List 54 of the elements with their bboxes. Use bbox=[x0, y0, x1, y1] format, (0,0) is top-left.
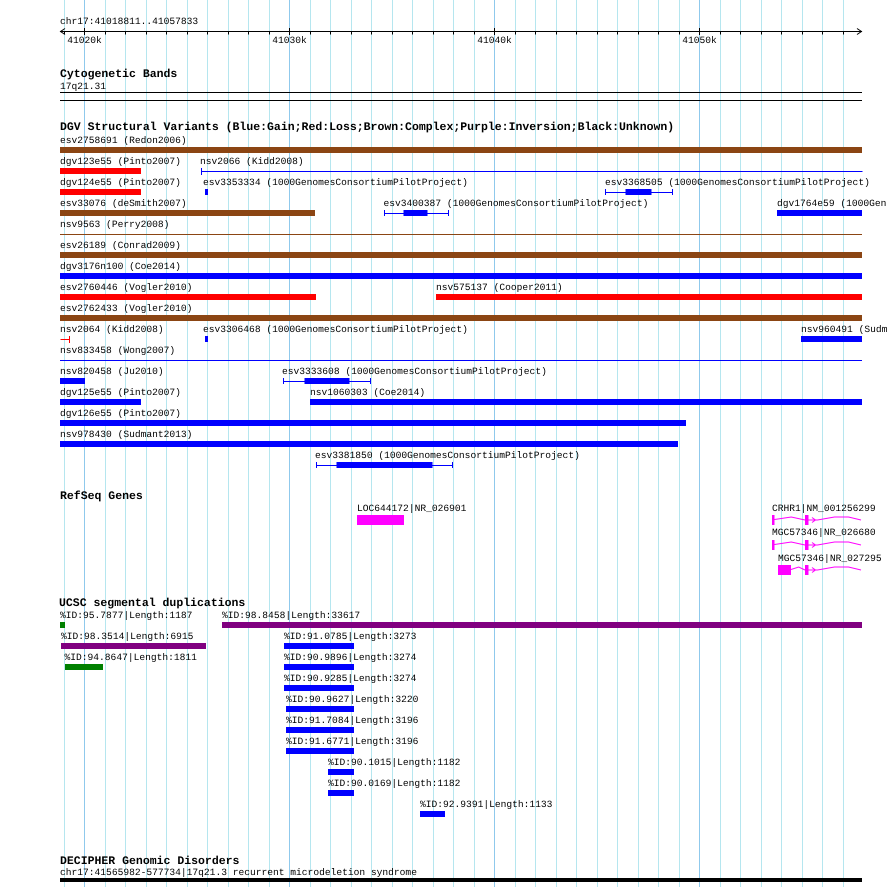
tick-label: 41040k bbox=[477, 34, 512, 46]
feature-label: MGC57346|NR_026680 bbox=[772, 527, 876, 538]
feature-label: %ID:91.0785|Length:3273 bbox=[284, 630, 416, 642]
feature-label: esv33076 (deSmith2007) bbox=[60, 198, 187, 209]
feature-label: %ID:94.8647|Length:1811 bbox=[64, 652, 197, 662]
track-heading: DECIPHER Genomic Disorders bbox=[60, 854, 240, 868]
feature-label: LOC644172|NR_026901 bbox=[357, 502, 466, 514]
feature-label: nsv2064 (Kidd2008) bbox=[60, 324, 164, 335]
feature-label: MGC57346|NR_027295 bbox=[778, 552, 882, 564]
feature-label: esv26189 (Conrad2009) bbox=[60, 240, 181, 251]
feature-label: %ID:98.8458|Length:33617 bbox=[222, 610, 360, 620]
feature-label: %ID:90.9285|Length:3274 bbox=[284, 672, 416, 684]
track-heading: DGV Structural Variants (Blue:Gain;Red:Loss;Brown:Complex;Purple:Inversion;Black:Unknown) bbox=[60, 121, 674, 134]
feature-label: nsv575137 (Cooper2011) bbox=[436, 282, 563, 293]
track-heading: RefSeq Genes bbox=[60, 490, 143, 502]
feature-label: %ID:90.9896|Length:3274 bbox=[284, 652, 416, 662]
feature-label: %ID:92.9391|Length:1133 bbox=[420, 798, 552, 810]
feature-label: nsv2066 (Kidd2008) bbox=[200, 156, 304, 167]
region-coordinates: chr17:41018811..41057833 bbox=[60, 16, 198, 26]
feature-label: dgv125e55 (Pinto2007) bbox=[60, 387, 181, 398]
feature-label: esv3381850 (1000GenomesConsortiumPilotProject) bbox=[315, 450, 580, 461]
feature-label: %ID:90.9627|Length:3220 bbox=[286, 694, 418, 704]
feature-label: dgv123e55 (Pinto2007) bbox=[60, 156, 181, 167]
feature-label: %ID:90.0169|Length:1182 bbox=[328, 778, 460, 788]
feature-label: esv3333608 (1000GenomesConsortiumPilotProject) bbox=[282, 366, 547, 377]
feature-label: nsv833458 (Wong2007) bbox=[60, 345, 176, 356]
feature-label: %ID:90.1015|Length:1182 bbox=[328, 756, 460, 768]
feature-label: esv3400387 (1000GenomesConsortiumPilotProject) bbox=[384, 198, 648, 209]
feature-label: nsv1060303 (Coe2014) bbox=[310, 387, 426, 398]
feature-label: esv2762433 (Vogler2010) bbox=[60, 303, 192, 314]
feature-label: %ID:98.3514|Length:6915 bbox=[61, 630, 194, 642]
tick-label: 41020k bbox=[67, 34, 102, 46]
feature-label: %ID:91.6771|Length:3196 bbox=[286, 736, 418, 746]
feature-label: nsv978430 (Sudmant2013) bbox=[60, 429, 192, 440]
feature-label: %ID:95.7877|Length:1187 bbox=[60, 610, 192, 620]
feature-label: dgv1764e59 (1000Gen bbox=[777, 198, 886, 209]
feature-label: CRHR1|NM_001256299 bbox=[772, 502, 876, 514]
track-heading: UCSC segmental duplications bbox=[59, 596, 246, 610]
feature-label: %ID:91.7084|Length:3196 bbox=[286, 714, 418, 726]
feature-label: esv2760446 (Vogler2010) bbox=[60, 282, 192, 293]
feature-label: 17q21.31 bbox=[60, 81, 106, 92]
feature-label: esv3306468 (1000GenomesConsortiumPilotProject) bbox=[203, 324, 468, 335]
tick-label: 41050k bbox=[682, 34, 717, 46]
feature-label: dgv126e55 (Pinto2007) bbox=[60, 408, 181, 419]
feature-label: nsv960491 (Sudm bbox=[801, 324, 888, 335]
tick-label: 41030k bbox=[272, 34, 307, 46]
feature-label: esv3353334 (1000GenomesConsortiumPilotProject) bbox=[203, 177, 468, 188]
feature-label: chr17:41565982-577734|17q21.3 recurrent microdeletion syndrome bbox=[60, 867, 417, 878]
feature-label: nsv820458 (Ju2010) bbox=[60, 366, 164, 377]
feature-label: esv2758691 (Redon2006) bbox=[60, 135, 187, 146]
feature-label: esv3368505 (1000GenomesConsortiumPilotProject) bbox=[605, 177, 870, 188]
feature-label: dgv3176n100 (Coe2014) bbox=[60, 261, 181, 272]
feature-label: nsv9563 (Perry2008) bbox=[60, 219, 170, 230]
feature-label: dgv124e55 (Pinto2007) bbox=[60, 177, 181, 188]
